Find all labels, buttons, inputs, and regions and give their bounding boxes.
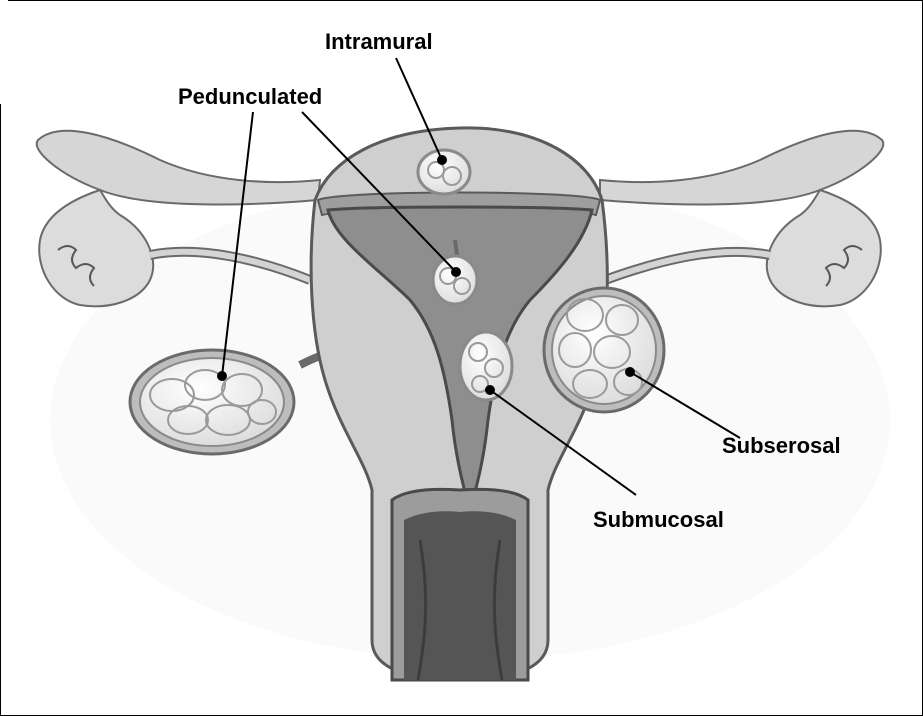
label-submucosal: Submucosal <box>593 507 724 532</box>
label-intramural: Intramural <box>325 29 433 54</box>
label-subserosal: Subserosal <box>722 433 841 458</box>
subserosal-fibroid <box>544 288 664 412</box>
label-pedunculated: Pedunculated <box>178 84 322 109</box>
